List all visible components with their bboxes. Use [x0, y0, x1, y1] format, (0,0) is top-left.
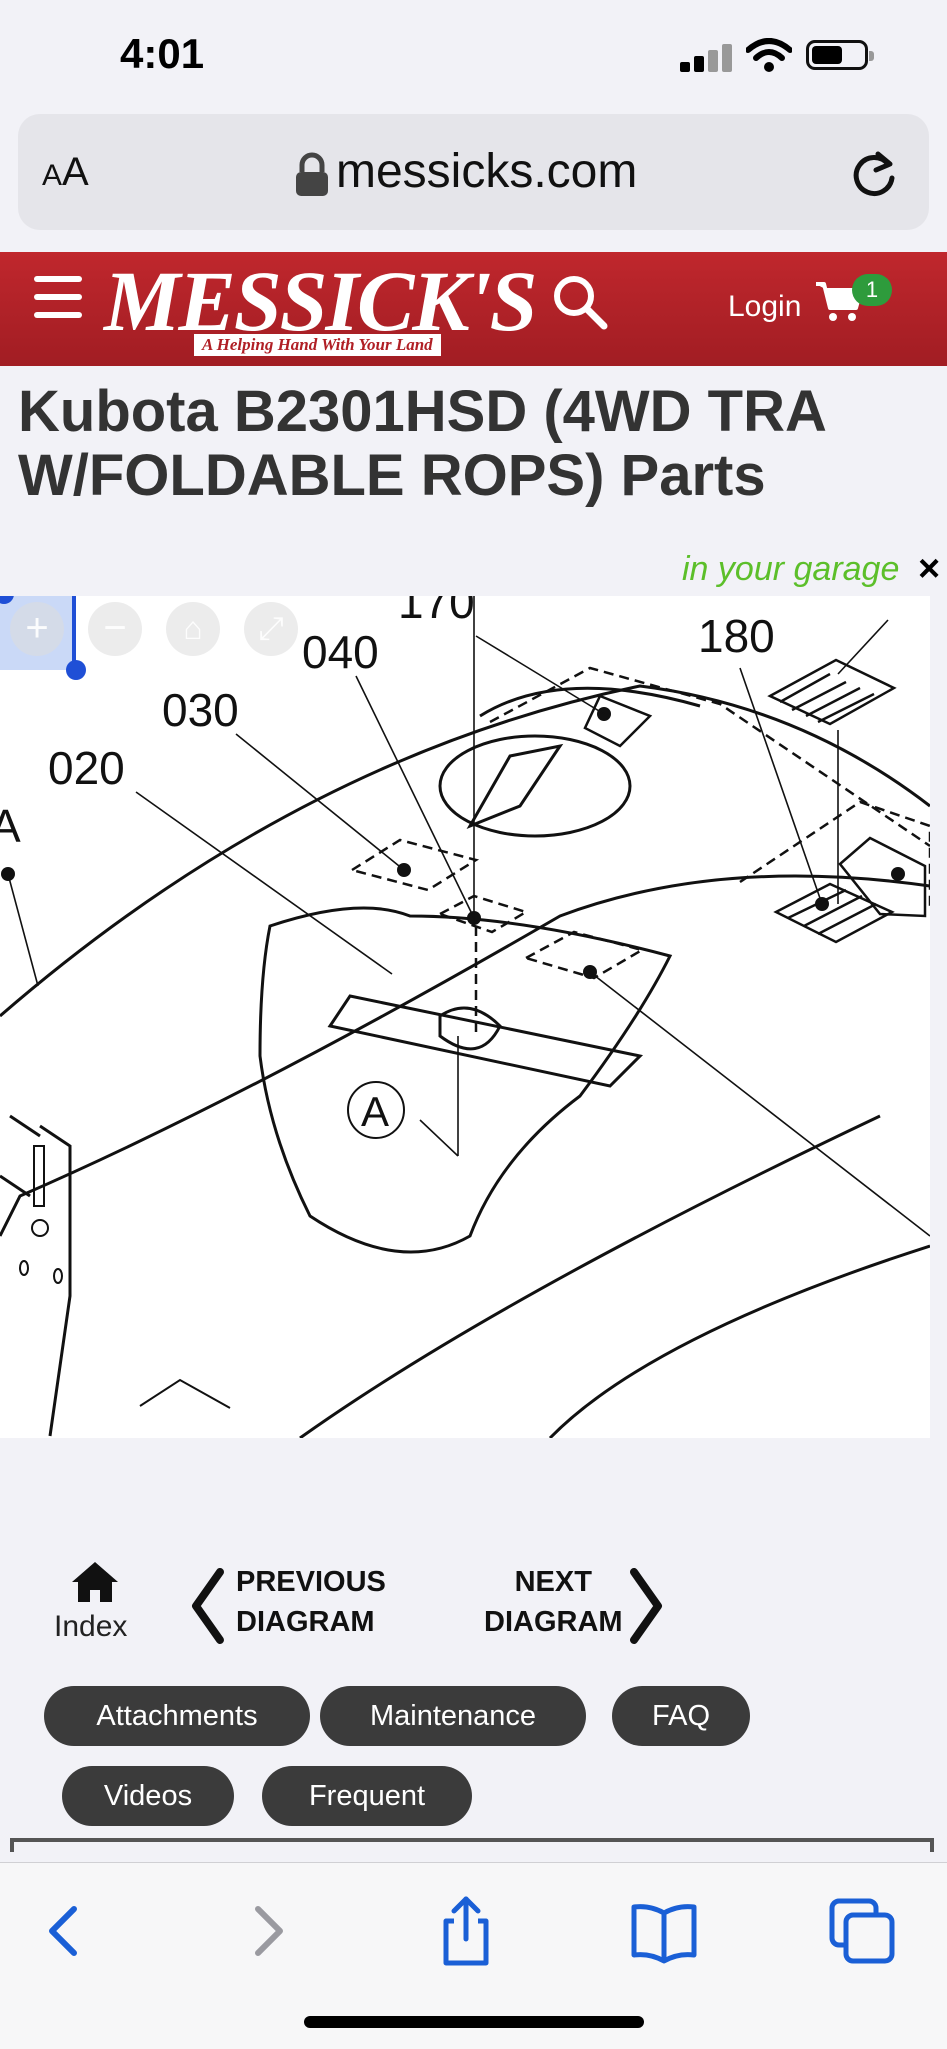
selection-handle-start[interactable] [0, 596, 14, 604]
selection-handle-end[interactable] [66, 660, 86, 680]
callout-030: 030 [162, 684, 239, 736]
share-icon[interactable] [426, 1891, 506, 1971]
garage-link[interactable]: in your garage [682, 550, 900, 588]
tabs-icon[interactable] [822, 1891, 902, 1971]
callout-a-circle: A [361, 1088, 389, 1135]
home-indicator [304, 2016, 644, 2028]
frequent-button[interactable]: Frequent [262, 1766, 472, 1826]
lock-icon [296, 152, 328, 196]
previous-diagram-link[interactable]: PREVIOUS DIAGRAM [236, 1566, 386, 1638]
page-title: Kubota B2301HSD (4WD TRA W/FOLDABLE ROPS… [18, 379, 825, 508]
faq-button[interactable]: FAQ [612, 1686, 750, 1746]
index-home-icon[interactable] [70, 1560, 120, 1604]
videos-button[interactable]: Videos [62, 1766, 234, 1826]
forward-icon[interactable] [228, 1891, 308, 1971]
cart-count-badge: 1 [852, 274, 892, 306]
maintenance-button[interactable]: Maintenance [320, 1686, 586, 1746]
close-icon[interactable]: × [918, 548, 941, 590]
attachments-button[interactable]: Attachments [44, 1686, 310, 1746]
fullscreen-icon[interactable]: ⤢ [244, 602, 298, 656]
callout-180: 180 [698, 610, 775, 662]
cellular-signal-icon [680, 42, 736, 72]
status-time: 4:01 [120, 30, 205, 77]
callout-a-edge: A [0, 800, 21, 852]
logo-tagline: A Helping Hand With Your Land [194, 334, 441, 356]
next-diagram-link[interactable]: NEXT DIAGRAM [484, 1566, 623, 1638]
next-chevron-icon[interactable] [626, 1566, 666, 1646]
callout-170: 170 [398, 596, 475, 628]
previous-chevron-icon[interactable] [188, 1566, 228, 1646]
reload-icon[interactable] [848, 148, 900, 200]
content-frame-edge [10, 1838, 934, 1852]
index-link[interactable]: Index [54, 1610, 128, 1643]
zoom-reset-home-icon[interactable]: ⌂ [166, 602, 220, 656]
text-size-button[interactable]: AA [42, 150, 89, 194]
callout-020: 020 [48, 742, 125, 794]
back-icon[interactable] [24, 1891, 104, 1971]
site-header: MESSICK'S A Helping Hand With Your Land … [0, 252, 947, 366]
parts-diagram[interactable]: 170 040 030 020 180 A A + − ⌂ ⤢ [0, 596, 930, 1438]
hamburger-menu-icon[interactable] [34, 276, 82, 320]
callout-040: 040 [302, 626, 379, 678]
login-link[interactable]: Login [728, 290, 802, 323]
diagram-drawing: 170 040 030 020 180 A A [0, 596, 930, 1438]
battery-icon [806, 40, 874, 70]
url-domain[interactable]: messicks.com [336, 145, 638, 198]
logo-text: MESSICK'S [104, 253, 537, 349]
bookmarks-icon[interactable] [624, 1891, 704, 1971]
wifi-icon [746, 38, 792, 72]
zoom-in-button[interactable]: + [10, 602, 64, 656]
site-logo[interactable]: MESSICK'S A Helping Hand With Your Land [104, 258, 537, 358]
status-bar: 4:01 [0, 0, 947, 110]
search-icon[interactable] [550, 272, 610, 332]
address-bar[interactable]: AA messicks.com [18, 114, 929, 230]
zoom-out-button[interactable]: − [88, 602, 142, 656]
